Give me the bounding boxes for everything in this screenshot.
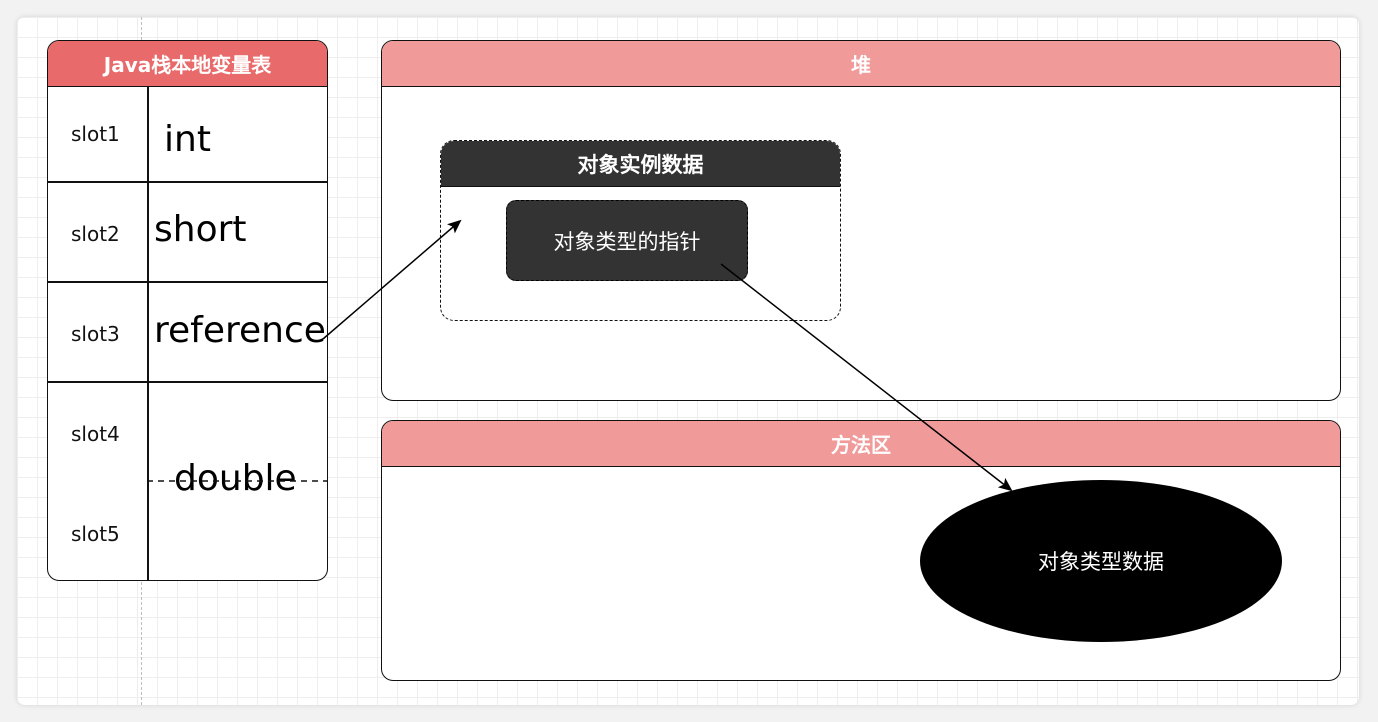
reference-to-instance-arrow bbox=[322, 219, 462, 340]
type-label-reference: reference bbox=[154, 310, 326, 351]
object-instance-data-title: 对象实例数据 bbox=[441, 141, 840, 187]
slot-label: slot5 bbox=[71, 522, 120, 546]
row-divider bbox=[48, 281, 327, 283]
heap-title: 堆 bbox=[382, 41, 1340, 87]
object-type-pointer[interactable]: 对象类型的指针 bbox=[506, 200, 748, 281]
type-label-int: int bbox=[164, 119, 211, 160]
type-label-short: short bbox=[154, 209, 247, 250]
slot-label: slot3 bbox=[71, 322, 120, 346]
row-divider bbox=[48, 181, 327, 183]
column-divider bbox=[147, 87, 149, 580]
method-area-title: 方法区 bbox=[382, 421, 1340, 467]
object-instance-data-container[interactable]: 对象实例数据 bbox=[440, 140, 841, 321]
local-variable-table[interactable]: Java栈本地变量表 slot1 slot2 slot3 slot4 slot5… bbox=[47, 40, 328, 581]
diagram-canvas: Java栈本地变量表 slot1 slot2 slot3 slot4 slot5… bbox=[17, 17, 1359, 705]
row-divider bbox=[48, 381, 327, 383]
slot-label: slot1 bbox=[71, 122, 120, 146]
slot-label: slot2 bbox=[71, 222, 120, 246]
connector-layer bbox=[147, 219, 1013, 492]
object-type-data[interactable]: 对象类型数据 bbox=[920, 480, 1282, 642]
type-label-double: double bbox=[174, 458, 297, 499]
slot-label: slot4 bbox=[71, 422, 120, 446]
pointer-to-type-data-arrow bbox=[720, 263, 1013, 492]
local-variable-table-title: Java栈本地变量表 bbox=[48, 41, 327, 87]
